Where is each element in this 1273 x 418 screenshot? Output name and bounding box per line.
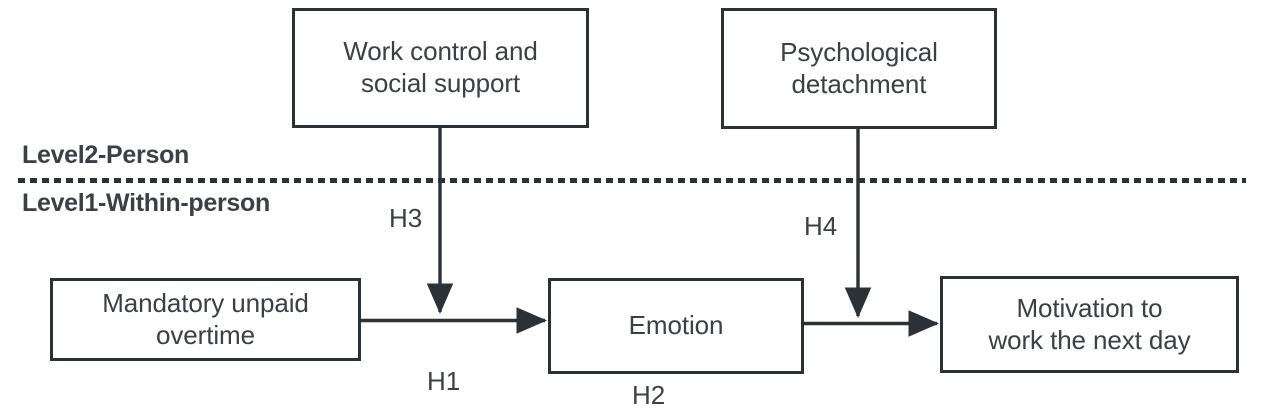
level-label-level1-within-person: Level1-Within-person xyxy=(22,189,270,217)
node-label: Psychological detachment xyxy=(780,36,938,99)
node-label: Mandatory unpaid overtime xyxy=(102,287,309,350)
hypothesis-label-h4: H4 xyxy=(804,211,838,241)
level-label-level2-person: Level2-Person xyxy=(22,141,190,169)
node-label: Work control and social support xyxy=(343,36,538,98)
node-psychological-detachment[interactable]: Psychological detachment xyxy=(721,8,997,129)
hypothesis-label-h1: H1 xyxy=(427,366,461,396)
hypothesis-label-h2: H2 xyxy=(632,380,666,410)
node-emotion[interactable]: Emotion xyxy=(548,278,804,374)
hypothesis-label-h3: H3 xyxy=(389,203,423,233)
node-motivation-to-work-the-next-day[interactable]: Motivation to work the next day xyxy=(940,276,1239,373)
node-label: Motivation to work the next day xyxy=(988,292,1191,355)
node-mandatory-unpaid-overtime[interactable]: Mandatory unpaid overtime xyxy=(50,278,361,361)
node-work-control-and-social-support[interactable]: Work control and social support xyxy=(292,8,589,128)
node-label: Emotion xyxy=(628,310,724,341)
